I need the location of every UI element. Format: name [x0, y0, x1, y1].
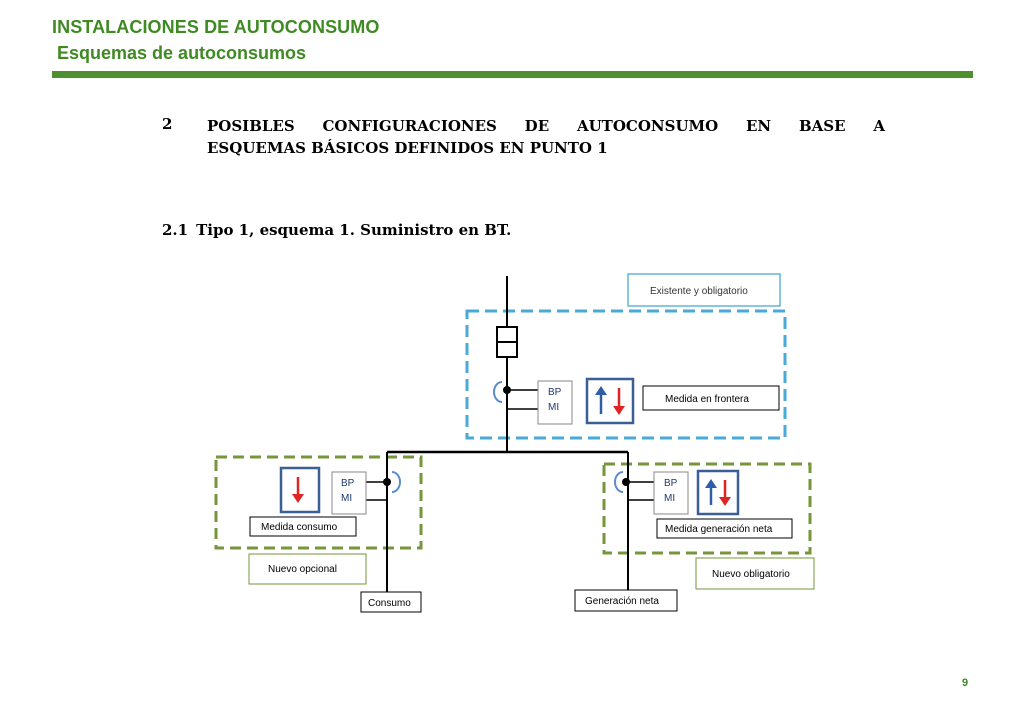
ct-symbol-right: [614, 471, 624, 493]
load-generacion: Generación neta: [574, 589, 678, 612]
meter-right-bp: BP: [664, 478, 678, 489]
header-rule: [52, 71, 973, 78]
meter-right-mi: MI: [664, 493, 675, 504]
slide-title: INSTALACIONES DE AUTOCONSUMO: [52, 17, 380, 37]
section-heading-line1: POSIBLES CONFIGURACIONES DE AUTOCONSUMO …: [207, 117, 885, 135]
ct-symbol-left: [391, 471, 401, 493]
meter-right: BP MI: [653, 471, 689, 515]
subsection-number: 2.1: [162, 221, 189, 239]
section-number: 2: [162, 115, 173, 133]
meter-right-label: Medida generación neta: [665, 524, 773, 535]
meter-top-label: Medida en frontera: [665, 394, 749, 405]
legend-existing: Existente y obligatorio: [627, 273, 781, 307]
legend-new-mandatory: Nuevo obligatorio: [695, 557, 815, 590]
meter-left-bp: BP: [341, 478, 355, 489]
page-number: 9: [962, 677, 969, 689]
subsection-heading: 2.1 Tipo 1, esquema 1. Suministro en BT.: [162, 221, 511, 239]
legend-existing-label: Existente y obligatorio: [650, 286, 748, 297]
meter-left: BP MI: [331, 471, 367, 515]
subsection-title: Tipo 1, esquema 1. Suministro en BT.: [196, 221, 512, 239]
section-heading-line2: ESQUEMAS BÁSICOS DEFINIDOS EN PUNTO 1: [207, 139, 608, 157]
meter-top: BP MI: [537, 380, 573, 425]
meter-left-label: Medida consumo: [261, 522, 338, 533]
bidirectional-arrow-top: [585, 377, 635, 425]
meter-top-mi: MI: [548, 402, 559, 413]
legend-new-optional-label: Nuevo opcional: [268, 564, 337, 575]
right-zone: [602, 462, 812, 555]
consumption-arrow: [279, 466, 321, 514]
load-consumo: Consumo: [360, 591, 422, 613]
legend-new-optional: Nuevo opcional: [248, 553, 367, 585]
legend-new-mandatory-label: Nuevo obligatorio: [712, 569, 790, 580]
left-zone: [214, 455, 423, 550]
meter-top-bp: BP: [548, 387, 562, 398]
meter-left-mi: MI: [341, 493, 352, 504]
load-generacion-label: Generación neta: [585, 596, 659, 607]
slide-subtitle: Esquemas de autoconsumos: [57, 43, 307, 63]
bidirectional-arrow-right: [696, 469, 740, 516]
existing-zone: [465, 309, 787, 440]
load-consumo-label: Consumo: [368, 598, 411, 609]
ct-symbol-top: [493, 381, 503, 403]
